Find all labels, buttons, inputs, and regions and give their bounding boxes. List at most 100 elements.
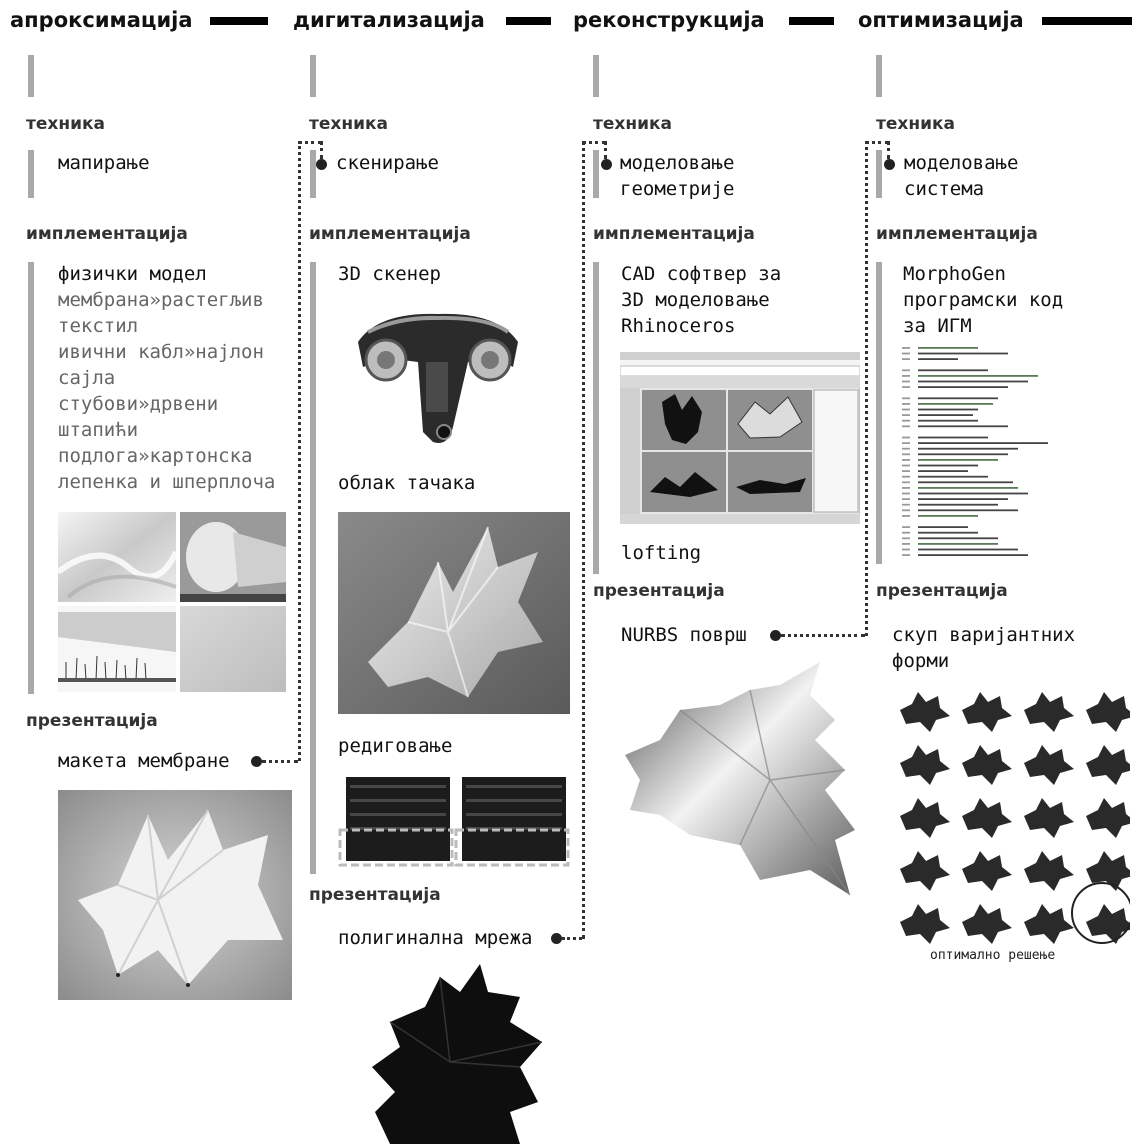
connector-line: [582, 141, 585, 939]
variant-form: [1086, 798, 1130, 838]
technique-heading: техника: [309, 114, 389, 134]
variant-form: [1024, 904, 1074, 944]
variant-form: [900, 745, 950, 785]
variant-form: [1024, 745, 1074, 785]
technique-label: мапирање: [58, 152, 150, 174]
implementation-line: CAD софтвер за: [621, 263, 782, 285]
implementation-line: стубови»дрвени: [58, 393, 219, 415]
laser-scanner-icon: [358, 313, 518, 443]
header-divider: [1042, 17, 1132, 25]
variant-form: [962, 745, 1012, 785]
optimal-solution-circle: [1071, 882, 1130, 944]
implementation-bar: [28, 262, 34, 694]
implementation-line: MorphoGen: [903, 263, 1006, 285]
presentation-label: макета мембране: [58, 750, 230, 772]
implementation-line: лепенка и шперплоча: [58, 471, 276, 493]
implementation-line: текстил: [58, 315, 139, 337]
mesh-editing-images: [338, 777, 570, 867]
variant-form: [962, 851, 1012, 891]
presentation-heading: презентација: [593, 581, 725, 601]
connector-line: [604, 141, 607, 159]
implementation-heading: имплементација: [309, 224, 471, 244]
connector-dot: [884, 159, 895, 170]
materials-photo-collage: [58, 512, 286, 692]
editing-label: редиговање: [338, 735, 453, 757]
technique-bar: [593, 150, 599, 198]
variant-form: [900, 692, 950, 732]
column-marker: [593, 55, 599, 97]
technique-heading: техника: [876, 114, 956, 134]
presentation-label: полигинална мрежа: [338, 927, 533, 949]
technique-heading: техника: [26, 114, 106, 134]
implementation-heading: имплементација: [593, 224, 755, 244]
implementation-line: ивични кабл»најлон: [58, 341, 264, 363]
stage-title-reconstruction: реконструкција: [573, 8, 765, 32]
connector-line: [320, 141, 323, 159]
variant-form: [900, 798, 950, 838]
header-divider: [789, 17, 834, 25]
presentation-label: NURBS површ: [621, 624, 747, 646]
technique-heading: техника: [593, 114, 673, 134]
implementation-line: 3D скенер: [338, 263, 441, 285]
implementation-line: физички модел: [58, 263, 207, 285]
connector-dot: [770, 630, 781, 641]
variant-form: [900, 904, 950, 944]
implementation-line: 3D моделовање: [621, 289, 770, 311]
presentation-label: скуп варијантних: [892, 624, 1076, 646]
implementation-bar: [593, 262, 599, 574]
variant-forms-grid: [900, 692, 1130, 944]
variant-form: [1086, 904, 1130, 944]
point-cloud-image: [338, 512, 570, 714]
connector-line: [781, 634, 865, 637]
technique-label: геометрије: [620, 178, 735, 200]
presentation-heading: презентација: [876, 581, 1008, 601]
technique-label: моделовање: [904, 152, 1019, 174]
connector-line: [562, 937, 582, 940]
implementation-line: програмски код: [903, 289, 1064, 311]
presentation-heading: презентација: [26, 711, 158, 731]
connector-dot: [316, 159, 327, 170]
point-cloud-label: облак тачака: [338, 472, 476, 494]
stage-title-approximation: апроксимација: [10, 8, 193, 32]
variant-form: [1086, 745, 1130, 785]
stage-title-digitalization: дигитализација: [293, 8, 485, 32]
connector-line: [865, 141, 889, 144]
technique-label: моделовање: [620, 152, 735, 174]
rhino-ui-icon: [620, 352, 860, 524]
connector-line: [298, 141, 301, 761]
technique-bar: [28, 150, 34, 198]
variant-form: [1024, 798, 1074, 838]
header-divider: [506, 17, 551, 25]
column-marker: [876, 55, 882, 97]
polygon-mesh-image: [372, 964, 543, 1144]
presentation-label: форми: [892, 650, 950, 672]
implementation-line: Rhinoceros: [621, 315, 736, 337]
connector-line: [865, 141, 868, 636]
implementation-bar: [876, 262, 882, 564]
membrane-model-photo: [58, 790, 292, 1000]
connector-line: [262, 760, 298, 763]
connector-line: [582, 141, 606, 144]
lofting-label: lofting: [621, 542, 702, 564]
variant-form: [900, 851, 950, 891]
technique-label: система: [904, 178, 985, 200]
implementation-line: подлога»картонска: [58, 445, 253, 467]
column-marker: [310, 55, 316, 97]
code-listing-icon: [902, 347, 1048, 556]
variant-form: [962, 692, 1012, 732]
implementation-line: за ИГМ: [903, 315, 972, 337]
stage-title-optimization: оптимизација: [858, 8, 1024, 32]
connector-line: [887, 141, 890, 159]
connector-dot: [251, 756, 262, 767]
variant-form: [1086, 851, 1130, 891]
implementation-line: штапићи: [58, 419, 139, 441]
connector-dot: [551, 933, 562, 944]
variant-form: [962, 798, 1012, 838]
variant-form: [1024, 692, 1074, 732]
connector-dot: [601, 159, 612, 170]
connector-line: [298, 141, 322, 144]
technique-label: скенирање: [336, 152, 439, 174]
variant-form: [962, 904, 1012, 944]
variant-form: [1086, 692, 1130, 732]
variant-form: [1024, 851, 1074, 891]
